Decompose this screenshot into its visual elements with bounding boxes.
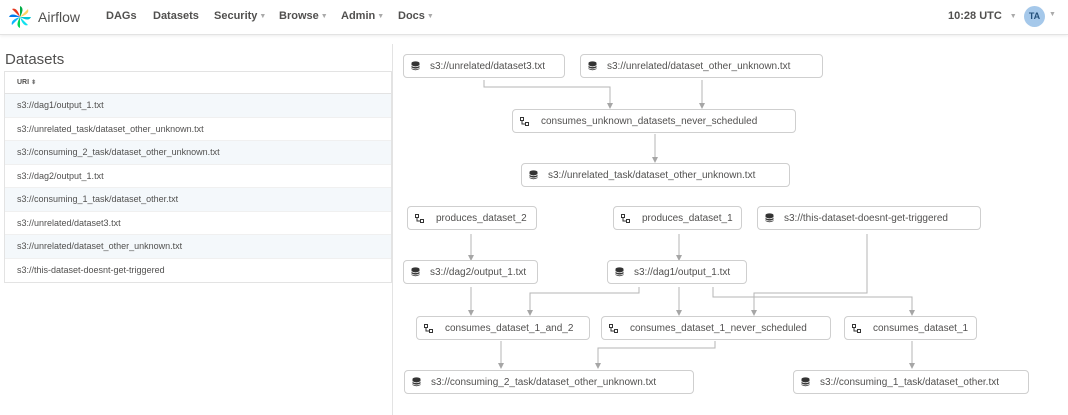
graph-node-label: produces_dataset_2 (436, 212, 527, 224)
nav-datasets[interactable]: Datasets (153, 10, 199, 22)
nav-docs-label: Docs (398, 10, 425, 22)
graph-node-dataset[interactable]: s3://unrelated_task/dataset_other_unknow… (521, 163, 790, 187)
graph-edge (712, 287, 915, 316)
graph-node-dag[interactable]: consumes_dataset_1_and_2 (416, 316, 590, 340)
graph-node-dataset[interactable]: s3://unrelated/dataset_other_unknown.txt (580, 54, 823, 78)
graph-node-label: s3://unrelated/dataset_other_unknown.txt (607, 60, 791, 72)
table-row[interactable]: s3://consuming_2_task/dataset_other_unkn… (5, 141, 391, 165)
table-row[interactable]: s3://dag2/output_1.txt (5, 165, 391, 188)
dag-icon (520, 116, 529, 126)
graph-edges (468, 80, 915, 369)
graph-node-dataset[interactable]: s3://consuming_1_task/dataset_other.txt (793, 370, 1029, 394)
graph-node-dataset[interactable]: s3://unrelated/dataset3.txt (403, 54, 565, 78)
user-avatar[interactable]: TA (1024, 6, 1045, 27)
nav-admin[interactable]: Admin▼ (341, 10, 384, 22)
nav-browse[interactable]: Browse▼ (279, 10, 328, 22)
clock-label: 10:28 UTC (948, 10, 1002, 22)
dag-icon (852, 323, 861, 333)
sort-icon: ⬍ (31, 80, 37, 86)
graph-node-dag[interactable]: produces_dataset_2 (407, 206, 537, 230)
database-icon (411, 267, 420, 277)
graph-node-label: s3://dag1/output_1.txt (634, 266, 731, 278)
table-row[interactable]: s3://unrelated/dataset3.txt (5, 212, 391, 235)
chevron-down-icon[interactable]: ▼ (1049, 11, 1056, 18)
airflow-brand[interactable]: Airflow (8, 4, 80, 30)
table-row[interactable]: s3://this-dataset-doesnt-get-triggered (17, 264, 165, 275)
database-icon (765, 213, 774, 223)
graph-node-dag[interactable]: produces_dataset_1 (613, 206, 742, 230)
nav-datasets-label: Datasets (153, 10, 199, 22)
utc-clock-dropdown[interactable]: 10:28 UTC ▼ (948, 10, 1017, 22)
database-icon (411, 61, 420, 71)
dataset-dependency-graph[interactable]: s3://unrelated/dataset3.txt s3://unrelat… (392, 44, 1068, 415)
database-icon (588, 61, 597, 71)
dag-icon (424, 323, 433, 333)
table-row[interactable]: s3://consuming_1_task/dataset_other.txt (5, 188, 391, 212)
nav-admin-label: Admin (341, 10, 376, 22)
graph-node-label: s3://unrelated_task/dataset_other_unknow… (548, 169, 756, 181)
graph-node-label: s3://this-dataset-doesnt-get-triggered (784, 212, 948, 224)
nav-docs[interactable]: Docs▼ (398, 10, 434, 22)
graph-edge (483, 80, 613, 109)
table-row[interactable]: s3://unrelated_task/dataset_other_unknow… (5, 118, 391, 141)
chevron-down-icon: ▼ (426, 13, 434, 20)
nav-dags[interactable]: DAGs (106, 10, 137, 22)
graph-node-dataset[interactable]: s3://dag1/output_1.txt (607, 260, 747, 284)
graph-node-label: produces_dataset_1 (642, 212, 733, 224)
graph-node-label: s3://dag2/output_1.txt (430, 266, 527, 278)
chevron-down-icon: ▼ (320, 13, 328, 20)
graph-edge (595, 341, 716, 369)
graph-node-dag[interactable]: consumes_dataset_1 (844, 316, 977, 340)
graph-node-label: s3://consuming_2_task/dataset_other_unkn… (431, 376, 657, 388)
table-row[interactable]: s3://dag1/output_1.txt (5, 94, 391, 118)
nav-security-label: Security (214, 10, 258, 22)
graph-node-label: consumes_dataset_1 (873, 322, 969, 334)
graph-node-dataset[interactable]: s3://this-dataset-doesnt-get-triggered (757, 206, 981, 230)
graph-node-dataset[interactable]: s3://consuming_2_task/dataset_other_unkn… (404, 370, 694, 394)
nav-dags-label: DAGs (106, 10, 137, 22)
page-title: Datasets (5, 51, 65, 68)
graph-node-label: consumes_dataset_1_never_scheduled (630, 322, 807, 334)
chevron-down-icon: ▼ (377, 13, 385, 20)
graph-node-label: consumes_unknown_datasets_never_schedule… (541, 115, 758, 127)
database-icon (412, 377, 421, 387)
graph-node-label: consumes_dataset_1_and_2 (445, 322, 574, 334)
brand-name: Airflow (38, 9, 81, 25)
chevron-down-icon: ▼ (1009, 13, 1017, 20)
top-navbar: Airflow DAGs Datasets Security▼ Browse▼ … (0, 0, 1068, 35)
graph-node-dag[interactable]: consumes_dataset_1_never_scheduled (601, 316, 831, 340)
database-icon (529, 170, 538, 180)
chevron-down-icon: ▼ (259, 13, 267, 20)
table-row[interactable]: s3://unrelated/dataset_other_unknown.txt (5, 235, 391, 259)
nav-security[interactable]: Security▼ (214, 10, 266, 22)
dag-icon (621, 213, 630, 223)
graph-node-label: s3://consuming_1_task/dataset_other.txt (820, 376, 999, 388)
graph-edge (527, 287, 640, 316)
database-icon (615, 267, 624, 277)
uri-column-header[interactable]: URI⬍ (5, 72, 391, 94)
graph-node-dag[interactable]: consumes_unknown_datasets_never_schedule… (512, 109, 796, 133)
dag-icon (415, 213, 424, 223)
uri-header-label: URI (17, 79, 30, 86)
dag-icon (609, 323, 618, 333)
graph-node-dataset[interactable]: s3://dag2/output_1.txt (403, 260, 538, 284)
nav-browse-label: Browse (279, 10, 319, 22)
graph-node-label: s3://unrelated/dataset3.txt (430, 60, 546, 72)
graph-edge (751, 234, 868, 316)
database-icon (801, 377, 810, 387)
airflow-logo-icon (9, 6, 31, 28)
